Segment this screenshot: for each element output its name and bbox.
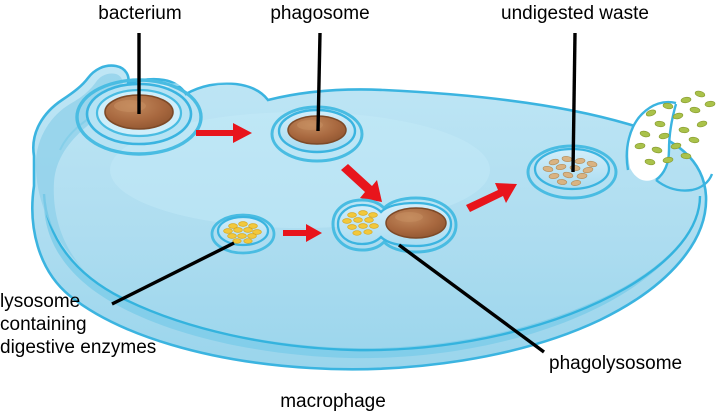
label-phagosome: phagosome — [270, 3, 370, 24]
arrow-engulfment-to-phagosome — [196, 123, 252, 143]
leader-line-phagosome — [316, 32, 322, 132]
label-bacterium: bacterium — [98, 3, 182, 24]
lysosome-outer-ring — [210, 213, 276, 255]
left-pseudopod-shading — [35, 73, 123, 271]
label-lysosome-line3: digestive enzymes — [0, 337, 157, 358]
arrow-phagosome-to-phagolysosome — [341, 164, 382, 202]
lysosome-enzyme-granules — [223, 221, 262, 244]
label-lysosome-block: lysosome containing digestive enzymes — [0, 290, 156, 359]
phagolysosome-bacterium-highlight — [395, 212, 423, 222]
exocytosis-pore-edge-left — [625, 100, 677, 171]
stage-lysosome — [210, 213, 276, 255]
phagolysosome-bacterium — [385, 207, 447, 239]
stage-exocytosis — [625, 90, 716, 192]
stage-phagolysosome — [331, 196, 458, 254]
cytoplasm-highlight — [110, 112, 490, 228]
label-phagolysosome: phagolysosome — [549, 353, 683, 374]
leader-line-phagolysosome — [397, 243, 546, 354]
label-undigested-waste: undigested waste — [501, 3, 649, 24]
phagolysosome-enzyme-granules — [342, 210, 379, 236]
arrow-lysosome-to-phagolysosome — [283, 224, 322, 242]
exocytosis-membrane-lip — [655, 173, 714, 192]
top-rim-highlight — [129, 79, 631, 122]
inner-membrane-line — [42, 193, 702, 352]
label-lysosome-line2: containing — [0, 314, 87, 335]
leader-line-lysosome — [111, 241, 235, 306]
leader-line-undigested-waste — [571, 32, 577, 173]
waste-particles — [542, 155, 598, 186]
label-lysosome-line1: lysosome — [0, 291, 81, 312]
label-macrophage: macrophage — [280, 391, 386, 412]
phagolysosome-outer-ring — [331, 196, 458, 254]
leader-lines — [111, 32, 577, 354]
expelled-waste-particles — [634, 90, 716, 166]
bacterium-highlight — [114, 100, 146, 112]
arrow-phagolysosome-to-waste — [466, 183, 517, 212]
